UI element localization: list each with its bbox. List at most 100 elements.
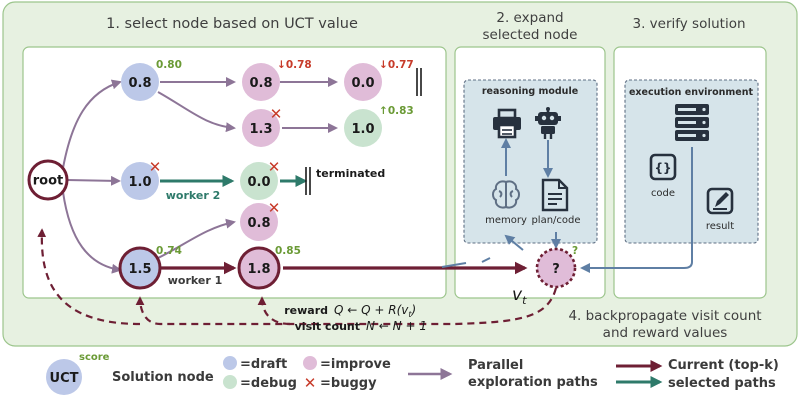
- root-node: [27, 159, 69, 201]
- terminator-worker2: [305, 167, 311, 195]
- verify-panel-title: 3. verify solution: [632, 16, 745, 32]
- legend-current-line2: selected paths: [668, 376, 776, 391]
- solution-node-n5: 1.0 ↑0.83: [344, 105, 414, 147]
- node-circle: [242, 109, 280, 147]
- solution-node-n2: 0.8 ↓0.78: [242, 59, 312, 101]
- node-score: 0.85: [275, 245, 301, 257]
- node-score: ↓0.78: [277, 59, 312, 71]
- visit-count-label: visit count: [295, 320, 360, 333]
- edge-execution-n11: [580, 147, 693, 273]
- memory-label: memory: [485, 215, 527, 226]
- edge-n9-n8: [157, 218, 236, 259]
- visit-formula: N ← N + 1: [366, 319, 427, 333]
- reward-label: reward: [284, 304, 328, 317]
- solution-node-n6: 1.0✕: [121, 158, 161, 200]
- edge-expand-stub: [441, 262, 467, 268]
- node-uct-value: 1.3: [249, 122, 272, 137]
- result-label: result: [706, 221, 734, 232]
- buggy-cross-icon: ✕: [268, 158, 281, 176]
- node-score: 0.80: [156, 59, 182, 71]
- legend-uct-label: UCT: [50, 371, 79, 386]
- reward-formula: Q ← Q + R(vt): [334, 303, 416, 319]
- edge-root-n9: [62, 191, 122, 274]
- node-uct-value: 0.8: [247, 216, 270, 231]
- parallel-exploration-edges: [62, 77, 338, 274]
- solution-node-n11: ??: [535, 245, 578, 289]
- solution-node-n10: 1.8 0.85: [237, 245, 301, 290]
- legend-uct-node: [46, 359, 82, 395]
- legend-debug: =debug: [240, 376, 297, 391]
- legend-solution-node: Solution node: [112, 370, 214, 385]
- node-uct-value: 0.0: [247, 175, 270, 190]
- node-uct-value: 1.8: [247, 262, 270, 277]
- backprop-path-to-root: [37, 228, 141, 326]
- node-uct-value: 0.0: [351, 76, 374, 91]
- solution-node-n9: 1.5 0.74: [118, 245, 182, 290]
- node-score: ↓0.77: [379, 59, 414, 71]
- node-uct-value: 0.8: [128, 76, 151, 91]
- legend-parallel-line2: exploration paths: [468, 375, 598, 390]
- node-uct-value: 1.0: [128, 175, 151, 190]
- backprop-caption-line1: 4. backpropagate visit count: [568, 308, 761, 324]
- backprop-path-to-n9: [135, 287, 558, 326]
- solution-node-n1: 0.8 0.80: [121, 59, 182, 101]
- expand-panel-title-line2: selected node: [483, 27, 578, 43]
- edge-root-n1: [62, 79, 122, 169]
- legend-debug-swatch: [223, 375, 237, 389]
- document-icon: [541, 178, 569, 212]
- solution-node-n3: 0.0 ↓0.77: [344, 59, 414, 101]
- robot-icon: [535, 107, 561, 139]
- backprop-caption-line2: and reward values: [603, 325, 728, 341]
- solution-node-n8: 0.8✕: [240, 199, 280, 241]
- node-uct-value: 1.5: [128, 262, 151, 277]
- buggy-cross-icon: ✕: [149, 158, 162, 176]
- node-score: ↑0.83: [379, 105, 414, 117]
- legend-draft: =draft: [240, 357, 287, 372]
- terminated-label: terminated: [316, 167, 385, 180]
- node-circle: [118, 246, 162, 290]
- worker1-label: worker 1: [168, 274, 223, 287]
- node-circle: [240, 162, 278, 200]
- legend: UCT score Solution node =draft =debug =i…: [46, 352, 779, 395]
- node-circle: [121, 162, 159, 200]
- node-score: 0.74: [156, 245, 182, 257]
- brain-icon: [492, 180, 520, 209]
- root-node-label: root: [33, 174, 64, 189]
- vt-label: vt: [512, 285, 527, 307]
- expand-panel-title-line1: 2. expand: [496, 10, 563, 26]
- node-uct-value: 1.0: [351, 122, 374, 137]
- node-circle: [242, 63, 280, 101]
- legend-draft-swatch: [223, 356, 237, 370]
- legend-buggy-cross: ✕: [304, 374, 317, 392]
- terminator-top: [416, 68, 422, 96]
- legend-current-line1: Current (top-k): [668, 358, 779, 373]
- legend-improve-swatch: [303, 356, 317, 370]
- score-trend-arrow: ↓: [379, 59, 388, 71]
- node-circle: [240, 203, 278, 241]
- edge-n1-n4: [157, 91, 236, 133]
- code-label: code: [651, 188, 675, 199]
- node-circle: [535, 247, 577, 289]
- printer-icon: [493, 108, 521, 139]
- reasoning-module-title: reasoning module: [482, 86, 578, 97]
- node-uct-value: ?: [552, 262, 560, 277]
- result-icon: [706, 187, 734, 215]
- buggy-cross-icon: ✕: [270, 105, 283, 123]
- edge-root-n6: [66, 175, 121, 186]
- svg-text:{}: {}: [654, 161, 671, 175]
- solution-node-n4: 1.3✕: [242, 105, 282, 147]
- node-circle: [237, 246, 281, 290]
- legend-parallel-line1: Parallel: [468, 358, 523, 373]
- score-trend-arrow: ↓: [277, 59, 286, 71]
- legend-score-label: score: [79, 352, 110, 363]
- select-panel: [22, 46, 447, 299]
- legend-improve: =improve: [320, 357, 391, 372]
- solution-nodes: 0.80.800.8↓0.780.0↓0.771.3✕1.0↑0.831.0✕0…: [118, 59, 578, 290]
- edge-expand-stub2: [481, 257, 491, 263]
- node-uct-value: 0.8: [249, 76, 272, 91]
- buggy-cross-icon: ✕: [268, 199, 281, 217]
- edge-n11-memory: [504, 234, 524, 251]
- worker2-label: worker 2: [166, 189, 221, 202]
- score-trend-arrow: ↑: [379, 105, 388, 117]
